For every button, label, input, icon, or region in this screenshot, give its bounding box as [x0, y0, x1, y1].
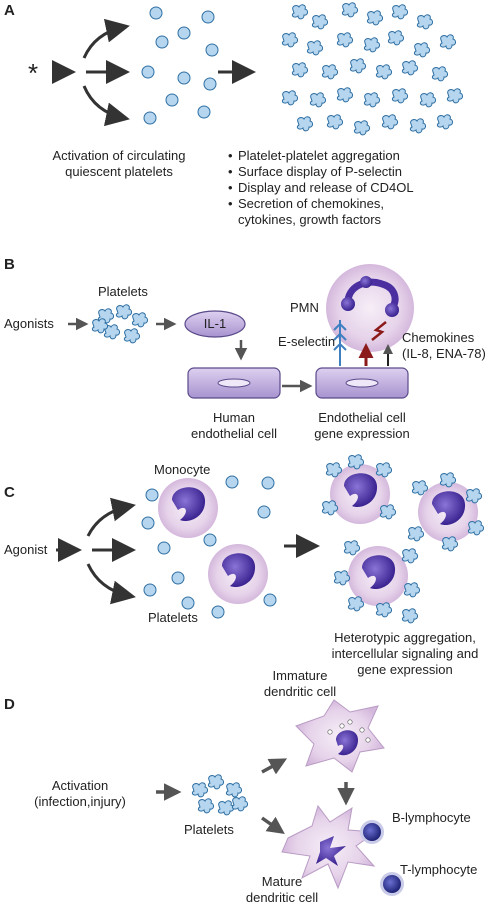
panel-label-c: C — [4, 484, 15, 501]
ec-gene-expression-line1: Endothelial cell — [318, 410, 406, 425]
platelets-label-d: Platelets — [184, 822, 234, 837]
human-ec-label-line1: Human — [213, 410, 255, 425]
mature-dc-label-line1: Mature — [261, 874, 303, 889]
panel-a-aggregated-platelets — [281, 2, 464, 136]
panel-c-result-line1: Heterotypic aggregation, — [334, 630, 476, 645]
bullet-continuation: cytokines, growth factors — [238, 212, 382, 227]
mature-dc-label-line2: dendritic cell — [245, 890, 319, 905]
panel-b-platelet-cluster — [91, 304, 149, 344]
mature-dendritic-cell — [281, 804, 378, 890]
e-selectin-receptor — [333, 320, 347, 366]
pmn-label: PMN — [290, 300, 319, 315]
panel-a-bullet-list: Platelet-platelet aggregation Surface di… — [228, 148, 414, 212]
bullet-item: Platelet-platelet aggregation — [228, 148, 414, 164]
panel-c-arrows — [56, 497, 320, 605]
t-lymphocyte-label: T-lymphocyte — [400, 862, 478, 877]
chemokines-label-line2: (IL-8, ENA-78) — [402, 346, 486, 361]
immature-dc-label-line1: Immature — [272, 668, 328, 683]
panel-a-caption-line1: Activation of circulating — [52, 148, 186, 163]
agonists-label: Agonists — [4, 316, 54, 331]
panel-a-quiescent-platelets — [141, 6, 219, 125]
panel-label-a: A — [4, 2, 15, 19]
b-lymphocyte-label: B-lymphocyte — [392, 810, 471, 825]
t-lymphocyte — [380, 872, 404, 896]
activated-endothelial-cell — [315, 367, 409, 399]
pmn-cell — [326, 264, 414, 352]
platelets-label-c: Platelets — [148, 610, 198, 625]
panel-b-arrows — [68, 317, 313, 393]
human-endothelial-cell — [187, 367, 281, 399]
panel-label-b: B — [4, 256, 15, 273]
ec-gene-expression-line2: gene expression — [314, 426, 410, 441]
bullet-item: Surface display of P-selectin — [228, 164, 414, 180]
activation-star: * — [28, 58, 39, 88]
il1-label: IL-1 — [203, 316, 227, 331]
monocyte-cell — [158, 478, 218, 538]
chemokine-receptor — [358, 321, 393, 366]
immature-dc-label-line2: dendritic cell — [263, 684, 337, 699]
panel-label-d: D — [4, 696, 15, 713]
activation-label-line2: (infection,injury) — [34, 794, 126, 809]
e-selectin-label: E-selectin — [278, 334, 336, 349]
human-ec-label-line2: endothelial cell — [190, 426, 277, 441]
panel-a-arrows — [52, 18, 256, 127]
panel-d-platelets — [191, 774, 249, 816]
chemokines-label-line1: Chemokines — [402, 330, 475, 345]
b-lymphocyte — [360, 820, 384, 844]
platelets-label-b: Platelets — [98, 284, 148, 299]
monocyte-label: Monocyte — [154, 462, 211, 477]
activation-label-line1: Activation — [51, 778, 109, 793]
agonist-label: Agonist — [4, 542, 48, 557]
panel-c-result-line2: intercellular signaling and — [331, 646, 479, 661]
panel-d-arrows — [156, 758, 355, 835]
bullet-item: Display and release of CD4OL — [228, 180, 414, 196]
immature-dendritic-cell — [295, 699, 385, 773]
monocyte-cell-2 — [208, 544, 268, 604]
panel-c-result-line3: gene expression — [357, 662, 453, 677]
bullet-item: Secretion of chemokines, — [228, 196, 414, 212]
heterotypic-aggregate — [321, 454, 485, 624]
panel-a-caption-line2: quiescent platelets — [65, 164, 173, 179]
il1-capsule — [184, 310, 246, 338]
